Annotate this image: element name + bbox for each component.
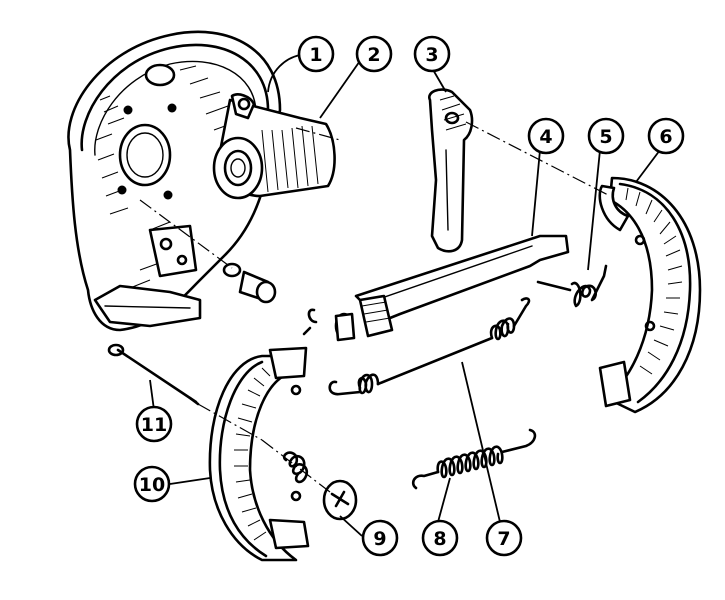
wheel-cylinder — [212, 93, 336, 200]
callout-2: 2 — [355, 35, 393, 73]
callout-6: 6 — [647, 117, 685, 155]
brake-shoe-right — [598, 176, 702, 414]
leader-lines — [149, 54, 661, 537]
assembly-axis-lines — [295, 121, 611, 197]
callout-label-11: 11 — [141, 414, 167, 436]
callout-8: 8 — [421, 519, 459, 557]
callout-3: 3 — [413, 35, 451, 73]
backing-plate — [67, 30, 282, 332]
callout-label-10: 10 — [139, 474, 165, 496]
callout-5: 5 — [587, 117, 625, 155]
lower-return-spring — [411, 428, 537, 490]
parking-brake-lever — [428, 88, 474, 253]
callout-label-8: 8 — [433, 528, 446, 550]
callout-1: 1 — [297, 35, 335, 73]
callout-10: 10 — [133, 465, 171, 503]
adjuster-strut — [302, 234, 570, 342]
callout-label-6: 6 — [659, 126, 672, 148]
callout-label-9: 9 — [373, 528, 386, 550]
upper-return-spring — [328, 297, 531, 396]
adjuster-spring — [536, 264, 608, 308]
callout-label-7: 7 — [497, 528, 510, 550]
callout-label-2: 2 — [367, 44, 380, 66]
hold-down-pin — [107, 343, 263, 441]
bleed-bolt — [139, 199, 277, 304]
callout-label-1: 1 — [309, 44, 322, 66]
callout-label-5: 5 — [599, 126, 612, 148]
callout-11: 11 — [135, 405, 173, 443]
callout-7: 7 — [485, 519, 523, 557]
callout-label-3: 3 — [425, 44, 438, 66]
callout-label-4: 4 — [539, 126, 552, 148]
callout-4: 4 — [527, 117, 565, 155]
callout-9: 9 — [361, 519, 399, 557]
brake-shoe-left — [208, 346, 310, 562]
hold-down-spring-and-cap — [261, 439, 358, 521]
